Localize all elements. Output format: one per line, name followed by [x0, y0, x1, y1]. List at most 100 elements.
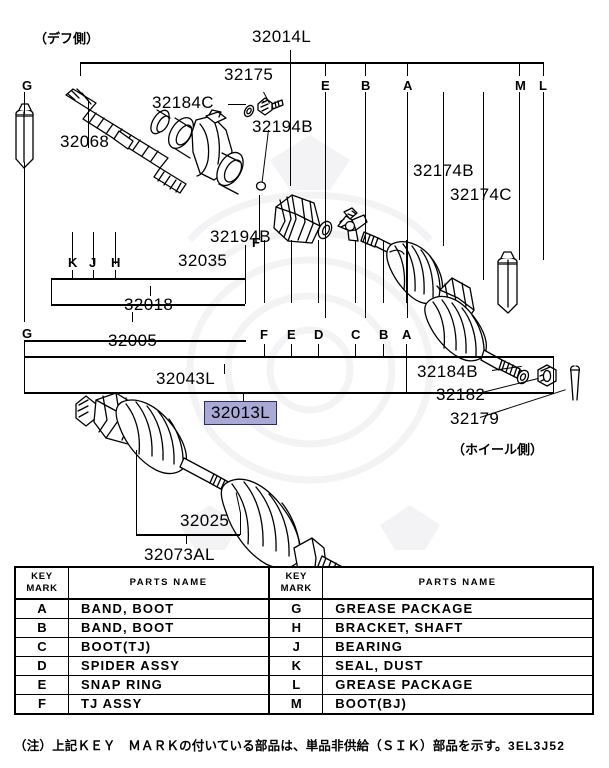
- leader-Bb-bottom: [383, 240, 384, 303]
- keymark-L-tick-upper: [543, 62, 544, 76]
- part-label-32005: 32005: [108, 331, 158, 350]
- side-label-wheel: （ホイール側）: [452, 443, 544, 458]
- part-label-32194B-mid: 32194B: [210, 227, 272, 246]
- part-label-32174C: 32174C: [450, 185, 512, 204]
- tick-Ab-to-bracket: [406, 344, 407, 356]
- bracket-32073AL-span: [136, 534, 240, 536]
- bracket-32035-tick-K: [72, 270, 73, 278]
- leader-32043L-tick: [224, 364, 225, 374]
- leader-J: [93, 232, 94, 264]
- part-label-32184C: 32184C: [152, 93, 214, 112]
- leader-B-top: [365, 92, 366, 318]
- legend-keymark-right: L: [268, 674, 324, 695]
- tj-housing-assy: [273, 194, 333, 244]
- leader-32184C: [228, 104, 246, 105]
- legend-partsname-left: BAND, BOOT: [68, 598, 271, 619]
- legend-row: D SPIDER ASSY K SEAL, DUST: [14, 655, 594, 676]
- legend-keymark-left: C: [14, 636, 69, 657]
- leader-K: [72, 232, 73, 264]
- legend-row: A BAND, BOOT G GREASE PACKAGE: [14, 598, 594, 619]
- legend-partsname-left: SPIDER ASSY: [68, 655, 271, 676]
- part-label-32174B: 32174B: [413, 161, 475, 180]
- nut-32182: [537, 364, 557, 387]
- leader-32014L: [290, 62, 291, 186]
- tick-C-to-bracket: [355, 344, 356, 356]
- legend-keymark-right: K: [268, 655, 324, 676]
- washer-32184C: [243, 104, 255, 118]
- bracket-32018-bottom: [51, 304, 245, 306]
- part-label-32179: 32179: [450, 409, 500, 428]
- keymark-B-tick-upper: [365, 62, 366, 76]
- keymark-E-bottom: E: [287, 327, 296, 342]
- leader-32174B: [443, 92, 444, 246]
- side-label-diff: （デフ側）: [34, 32, 100, 47]
- part-label-32073AL: 32073AL: [144, 545, 215, 564]
- bracket-32005-span: [24, 340, 246, 342]
- keymark-M-tick-upper: [519, 62, 520, 76]
- part-label-32018: 32018: [124, 295, 174, 314]
- leader-Ab-bottom: [406, 240, 407, 303]
- bracket-shaft-housing: [191, 109, 244, 195]
- part-label-32013L-highlighted[interactable]: 32013L: [204, 401, 278, 425]
- leader-32018-tick: [150, 286, 151, 296]
- part-label-32194B-top: 32194B: [252, 117, 314, 136]
- keymark-E-tick-upper: [325, 62, 326, 76]
- bracket-32014L-span: [80, 62, 544, 64]
- keymark-G-bottom: G: [22, 326, 33, 341]
- legend-partsname-right: BEARING: [322, 636, 594, 657]
- legend-row: B BAND, BOOT H BRACKET, SHAFT: [14, 617, 594, 638]
- legend-header-keymark-left-line2: MARK: [26, 582, 58, 594]
- legend-row: E SNAP RING L GREASE PACKAGE: [14, 674, 594, 695]
- legend-partsname-left: SNAP RING: [68, 674, 271, 695]
- keymark-K: K: [68, 255, 78, 270]
- keymark-F-right: F: [252, 235, 260, 250]
- cotter-pin-32179: [569, 365, 581, 401]
- legend-partsname-right: SEAL, DUST: [322, 655, 594, 676]
- leader-G-left-lower: [24, 162, 25, 322]
- sik-footnote: （注）上記ＫＥＹ ＭＡＲＫの付いている部品は、単品非供給（ＳＩＫ）部品を示す。: [14, 738, 508, 753]
- leader-L-top: [543, 92, 544, 260]
- part-label-32035: 32035: [178, 251, 228, 270]
- leader-A-top: [407, 92, 408, 318]
- leader-M-top: [519, 92, 520, 260]
- legend-header-keymark-right-line2: MARK: [280, 582, 312, 594]
- leader-32073AL-tick: [186, 534, 187, 544]
- bracket-32043L-left-drop: [24, 356, 25, 393]
- keymark-A-tick-upper: [407, 62, 408, 76]
- bracket-32073AL-right: [240, 513, 241, 535]
- part-label-32184B: 32184B: [417, 362, 479, 381]
- keymark-M-top: M: [515, 78, 526, 93]
- legend-keymark-right: J: [268, 636, 324, 657]
- bolt-32175: [257, 97, 284, 116]
- keymark-E-top: E: [321, 78, 330, 93]
- legend-partsname-right: BRACKET, SHAFT: [322, 617, 594, 638]
- leader-32068: [88, 100, 89, 148]
- exploded-assembly-drawing: [15, 88, 581, 580]
- bracket-32013L-span: [24, 356, 554, 358]
- legend-partsname-right: GREASE PACKAGE: [322, 598, 594, 619]
- part-label-32182: 32182: [436, 385, 486, 404]
- bracket-32073AL-left: [136, 450, 137, 535]
- leader-H: [115, 232, 116, 264]
- snap-ring-32194B-upper: [255, 181, 267, 191]
- keymark-J: J: [89, 255, 97, 270]
- keymark-B-bottom: B: [379, 327, 389, 342]
- leader-32005-tick: [132, 312, 133, 322]
- leader-C-bottom: [355, 240, 356, 303]
- key-mark-legend-table: KEY MARK PARTS NAME KEY MARK PARTS NAME …: [14, 566, 594, 715]
- legend-keymark-left: A: [14, 598, 69, 619]
- bracket-32018-right: [245, 278, 246, 304]
- legend-row: F TJ ASSY M BOOT(BJ): [14, 693, 594, 715]
- leader-E-top: [325, 92, 326, 318]
- keymark-L-top: L: [539, 78, 547, 93]
- legend-partsname-left: TJ ASSY: [68, 693, 271, 715]
- tick-F-to-bracket: [264, 344, 265, 356]
- bracket-32035-tick-J: [93, 270, 94, 278]
- part-label-32014L: 32014L: [252, 27, 312, 46]
- bracket-32035-right: [245, 270, 246, 279]
- leader-32174C: [483, 92, 484, 280]
- grease-package-right: [497, 251, 518, 314]
- legend-partsname-left: BAND, BOOT: [68, 617, 271, 638]
- legend-header-keymark-right-line1: KEY: [285, 571, 308, 582]
- bracket-32018-span: [51, 278, 245, 280]
